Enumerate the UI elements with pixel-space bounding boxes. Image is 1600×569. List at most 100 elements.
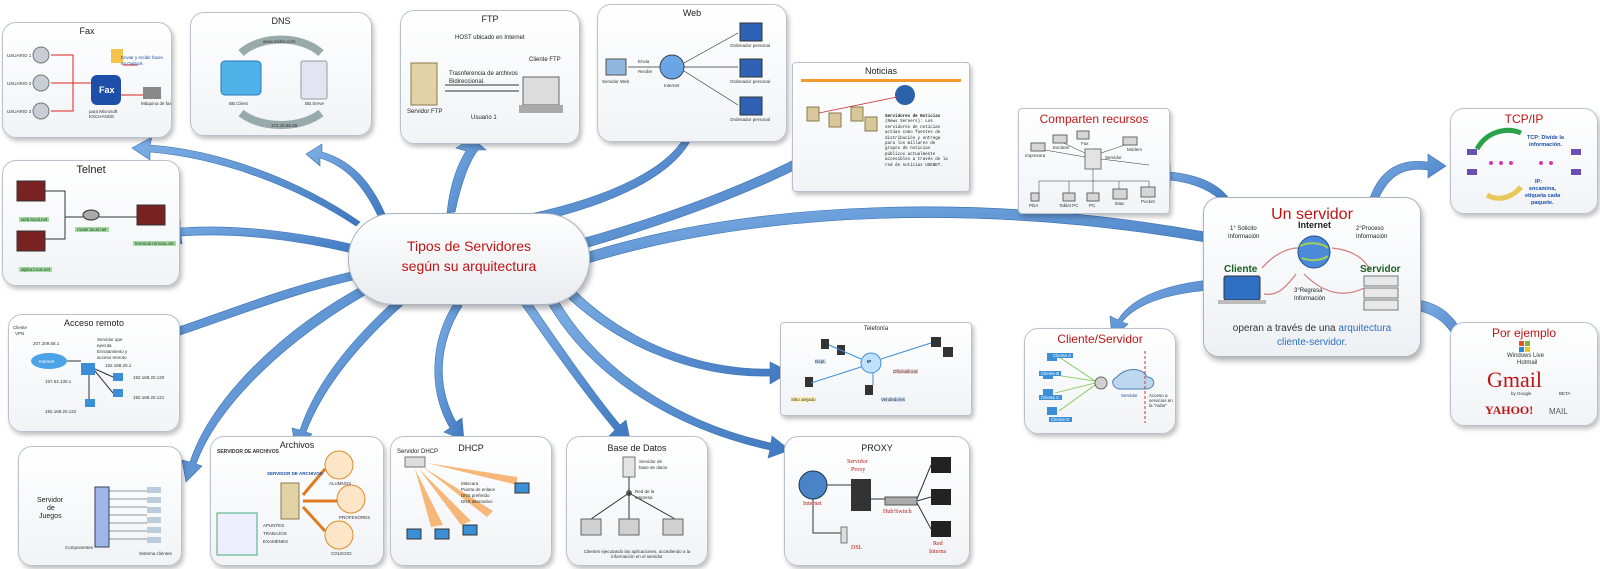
telefonia-ip: IP: [867, 359, 872, 364]
arrow-ftp: [446, 137, 487, 214]
remoto-client: Cliente: [13, 325, 28, 330]
recursos-item5: Módem: [1127, 147, 1143, 152]
juegos-illustration: [94, 486, 161, 548]
web-internet: Internet: [664, 83, 680, 88]
archivos-file3: EXAMENES: [263, 539, 289, 544]
noticias-line: distribución y entrega: [885, 136, 941, 141]
hub-step2a: 2°Proceso: [1356, 226, 1384, 232]
hub-step1b: Información: [1228, 234, 1260, 240]
archivos-user1: ALUMNOS: [329, 481, 352, 486]
hub-step2b: Información: [1356, 234, 1388, 240]
tcp-title: TCP/IP: [1504, 112, 1544, 126]
fax-illustration: [32, 46, 161, 120]
dns-card: DNS www.midns.com BB.Client BB.Serve 172…: [190, 12, 372, 136]
hub-title: Un servidor: [1271, 206, 1353, 223]
fax-user1: USUARIO 1: [7, 53, 32, 58]
arrow-fax: [131, 136, 361, 227]
noticias-line: actúan como fuentes de: [885, 131, 941, 136]
telnet-remote: terminal.remoto.net: [133, 241, 176, 246]
tcp-i3: etiqueta cada: [1525, 193, 1561, 199]
recursos-title: Comparten recursos: [1039, 112, 1149, 126]
dhcp-server: Servidor DHCP: [397, 449, 439, 455]
archivos-title: Archivos: [279, 440, 315, 450]
remoto-card: Acceso remoto Cliente VPN 207.209.68.1 I…: [8, 314, 180, 432]
ftp-user: Usuario 1: [471, 115, 497, 121]
fax-user3: USUARIO 3: [7, 109, 32, 114]
ftp-host: HOST ubicado en Internet: [455, 35, 525, 41]
hub-caption-plain: operan a través de una: [1232, 323, 1339, 334]
cs-illustration: [1043, 351, 1155, 423]
dhcp-illustration: [404, 456, 530, 540]
bd-srv1: Servidor de: [639, 459, 663, 464]
noticias-rule: [801, 79, 961, 82]
dhcp-line1: Máscara: [461, 481, 479, 486]
proxy-title: PROXY: [861, 443, 893, 453]
bd-illustration: [580, 456, 684, 536]
telefonia-title: Telefonía: [863, 326, 889, 332]
cs-card: Cliente/Servidor Cliente A Cliente B Cli…: [1024, 328, 1176, 434]
hub-caption-link2: cliente-servidor.: [1276, 337, 1348, 348]
dns-server: BB.Serve: [305, 101, 325, 106]
fax-product: para Microsoft EXCHANGE: [89, 109, 118, 119]
proxy-server1: Servidor: [847, 459, 868, 465]
dhcp-line3: DNS preferido: [461, 493, 490, 498]
proxy-dsl: DSL: [851, 545, 863, 551]
juegos-server2: de: [47, 505, 55, 512]
noticias-title: Noticias: [864, 66, 897, 76]
juegos-clients: Sistema clientes: [139, 551, 172, 556]
tcp-t2: información.: [1529, 142, 1563, 148]
remoto-ip3: 157.54.130.1: [45, 379, 72, 384]
remoto-title: Acceso remoto: [63, 318, 125, 328]
remoto-internet: Internet: [39, 359, 55, 364]
fax-user2: USUARIO 2: [7, 81, 32, 86]
tcp-t1: TCP: Divide la: [1527, 135, 1564, 141]
telefonia-illustration: [805, 337, 953, 395]
web-recibe: Recibe: [638, 69, 653, 74]
cs-title: Cliente/Servidor: [1057, 332, 1143, 346]
windows-logo-icon: [1519, 341, 1530, 352]
telnet-router: router.local.net: [75, 227, 109, 232]
fax-card: Fax USUARIO 1 USUARIO 2 USUARIO 3 Fax pa…: [2, 22, 172, 138]
hub-step3b: Información: [1294, 296, 1326, 302]
arrow-telefonia: [559, 283, 791, 385]
dhcp-card: DHCP Servidor DHCP Máscara Puerta de enl…: [390, 436, 552, 566]
ftp-title: FTP: [481, 14, 499, 24]
tcp-i1: IP:: [1535, 179, 1543, 185]
web-pc1: Ordenador personal: [730, 43, 771, 48]
ftp-client: Cliente FTP: [529, 57, 561, 63]
telnet-host2: alpha.local.net: [19, 267, 53, 272]
recursos-item7: Tablet PC: [1059, 203, 1079, 208]
remoto-ip5: 192.168.20.121: [133, 395, 165, 400]
cs-server: Servidor: [1121, 393, 1138, 398]
remoto-ip6: 192.168.20.122: [45, 409, 77, 414]
recursos-item2: Escáner: [1053, 145, 1070, 150]
proxy-internet: Internet: [803, 501, 822, 507]
juegos-server1: Servidor: [37, 497, 64, 504]
dns-illustration: [220, 35, 328, 129]
noticias-line: públicos actualmente: [885, 152, 936, 157]
web-card: Web Servidor Web Internet Envia Recibe O…: [597, 4, 787, 142]
dns-top: www.midns.com: [263, 39, 296, 44]
web-pc3: Ordenador personal: [730, 117, 771, 122]
ejemplo-mail: MAIL: [1549, 407, 1568, 416]
ftp-transfer2: Bidireccional.: [449, 79, 485, 85]
archivos-center: SERVIDOR DE ARCHIVOS: [267, 471, 323, 476]
telnet-illustration: [16, 180, 166, 252]
recursos-item6: PDA: [1029, 203, 1039, 208]
noticias-line: para los millares de: [885, 142, 936, 147]
bd-net2: empresa: [635, 495, 653, 500]
proxy-card: PROXY Internet Servidor Proxy Hub/Switch…: [784, 436, 970, 566]
arrow-telnet: [161, 219, 356, 254]
noticias-card: Noticias Servidores de Noticias(News Ser…: [792, 62, 970, 192]
recursos-item3: Fax: [1081, 141, 1089, 146]
bd-title: Base de Datos: [607, 443, 667, 453]
proxy-server2: Proxy: [851, 467, 866, 473]
hub-servidor: Servidor: [1360, 264, 1401, 275]
ejemplo-beta: BETA: [1559, 391, 1571, 396]
remoto-desc1: Servidor que: [97, 337, 123, 342]
noticias-line: accesibles a través de la: [885, 158, 948, 163]
telefonia-label3: Sitio alejado: [791, 397, 816, 402]
ejemplo-gmail: Gmail: [1487, 367, 1542, 392]
web-pc2: Ordenador personal: [730, 79, 771, 84]
bd-foot: Clientes ejecutando las aplicaciones, ac…: [583, 549, 691, 559]
